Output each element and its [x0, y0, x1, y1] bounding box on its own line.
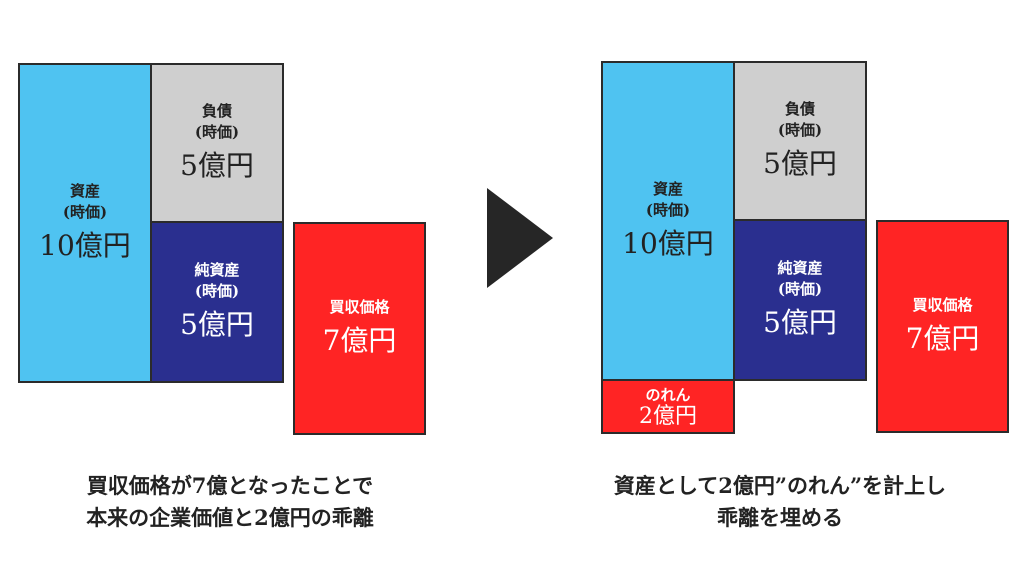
before-assets-label: 資産	[69, 182, 100, 200]
after-goodwill-value: 2億円	[639, 403, 697, 429]
after-liabilities-sub: (時価)	[777, 121, 823, 139]
before-liabilities-block: 負債 (時価) 5億円	[150, 63, 284, 223]
after-liabilities-value: 5億円	[763, 147, 837, 180]
before-net-assets-value: 5億円	[180, 308, 254, 341]
before-liabilities-sub: (時価)	[194, 123, 240, 141]
right-arrow-icon	[487, 188, 553, 288]
after-assets-sub: (時価)	[645, 201, 691, 219]
after-assets-label: 資産	[652, 180, 683, 198]
before-net-assets-block: 純資産 (時価) 5億円	[150, 221, 284, 383]
after-price-value: 7億円	[905, 322, 980, 355]
after-liabilities-label: 負債	[784, 100, 815, 118]
after-goodwill-label: のれん	[645, 385, 691, 404]
after-caption: 資産として2億円”のれん”を計上し 乖離を埋める	[570, 470, 990, 534]
before-liabilities-value: 5億円	[180, 149, 254, 182]
after-net-assets-label: 純資産	[777, 259, 823, 277]
after-net-assets-sub: (時価)	[777, 280, 823, 298]
after-goodwill-block: のれん 2億円	[601, 379, 735, 434]
before-net-assets-label: 純資産	[194, 261, 240, 279]
after-price-block: 買収価格 7億円	[876, 220, 1009, 433]
after-price-label: 買収価格	[912, 296, 973, 314]
before-assets-value: 10億円	[39, 229, 131, 262]
before-price-block: 買収価格 7億円	[293, 222, 426, 435]
before-price-value: 7億円	[322, 324, 397, 357]
before-net-assets-sub: (時価)	[194, 282, 240, 300]
before-caption: 買収価格が7億となったことで 本来の企業価値と2億円の乖離	[30, 470, 430, 534]
before-caption-line-1: 買収価格が7億となったことで	[86, 473, 374, 498]
after-net-assets-value: 5億円	[763, 306, 837, 339]
after-caption-line-2: 乖離を埋める	[717, 505, 843, 530]
after-assets-block: 資産 (時価) 10億円	[601, 61, 735, 381]
before-price-label: 買収価格	[329, 298, 390, 316]
before-caption-line-2: 本来の企業価値と2億円の乖離	[86, 505, 374, 530]
before-assets-sub: (時価)	[62, 203, 108, 221]
after-liabilities-block: 負債 (時価) 5億円	[733, 61, 867, 221]
after-net-assets-block: 純資産 (時価) 5億円	[733, 219, 867, 381]
before-liabilities-label: 負債	[201, 102, 232, 120]
after-assets-value: 10億円	[622, 227, 714, 260]
after-caption-line-1: 資産として2億円”のれん”を計上し	[613, 473, 947, 498]
before-assets-block: 資産 (時価) 10億円	[18, 63, 152, 383]
